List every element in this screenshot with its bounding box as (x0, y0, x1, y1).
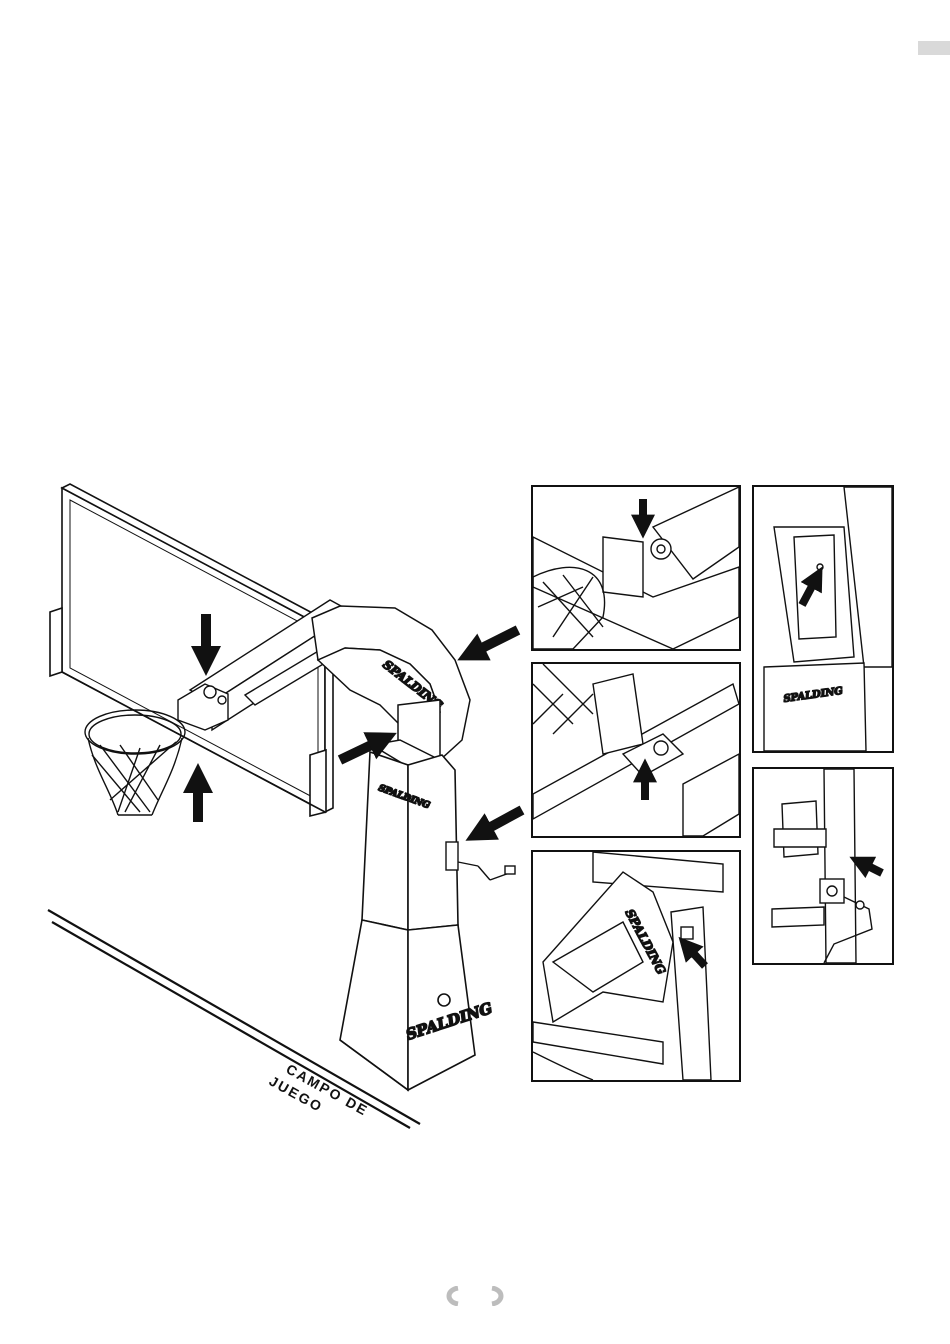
boom: SPALDING (312, 606, 470, 760)
inset-rim-top-bracket (531, 485, 741, 651)
left-bracket-icon (449, 1288, 458, 1304)
page-number-marks (442, 1286, 508, 1306)
base-pad: SPALDING SPALDING (340, 752, 495, 1090)
inset-boom-joint: SPALDING (531, 850, 741, 1082)
inset-rim-bottom-bracket (531, 662, 741, 838)
right-bracket-icon (492, 1288, 501, 1304)
inset-crank-mechanism (752, 767, 894, 965)
inset-pole-upper: SPALDING (752, 485, 894, 753)
